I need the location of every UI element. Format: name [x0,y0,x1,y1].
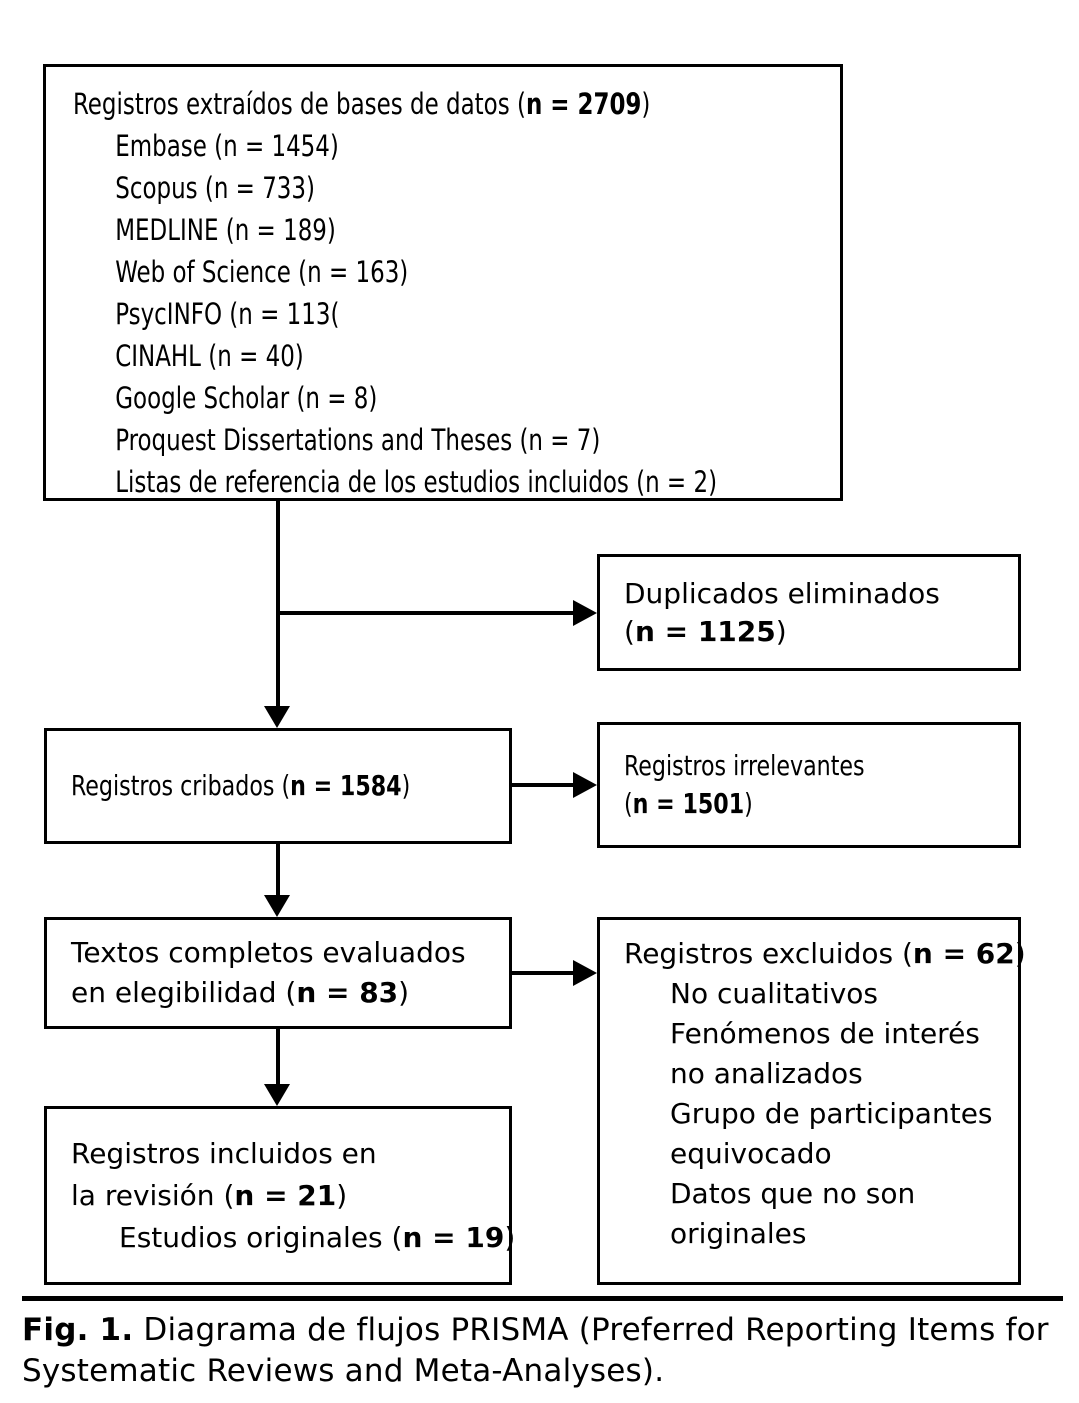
included-label-line1: Registros incluidos en [71,1136,377,1170]
screened-count: n = 1584 [290,768,402,802]
screened-paren-close: ) [401,768,411,802]
irrelevant-count: n = 1501 [632,787,745,820]
screened-line: Registros cribados (n = 1584) [71,768,456,803]
exclusion-reason: originales [670,1217,807,1250]
duplicates-count-line: (n = 1125) [624,613,1018,651]
fulltext-label-line1: Textos completos evaluados [71,936,466,969]
source-item: Scopus (n = 733) [115,171,315,205]
exclusion-reason: No cualitativos [670,977,879,1010]
duplicates-label: Duplicados eliminados [624,576,940,610]
arrowhead-identified-to-duplicates [573,600,597,626]
excluded-count: n = 62 [912,937,1015,970]
fulltext-paren-close: ) [398,976,410,1009]
screened-label: Registros cribados ( [71,768,291,802]
records-identified-heading-text: Registros extraídos de bases de datos ( [73,87,526,121]
records-identified-count: n = 2709 [525,87,642,121]
box-records-screened: Registros cribados (n = 1584) [44,728,512,844]
duplicates-count: n = 1125 [634,614,776,648]
figure-label: Fig. 1. [22,1312,134,1348]
exclusion-reason: Grupo de participantes [670,1097,993,1130]
duplicates-paren-open: ( [624,614,635,648]
included-paren-close: ) [336,1178,348,1212]
included-review-label: la revisión ( [71,1178,235,1212]
source-item: MEDLINE (n = 189) [115,213,336,247]
irrelevant-count-line: (n = 1501) [624,785,971,823]
exclusion-reason: no analizados [670,1057,863,1090]
figure-caption: Fig. 1. Diagrama de flujos PRISMA (Prefe… [22,1310,1067,1392]
excluded-label: Registros excluidos ( [624,937,913,970]
original-studies-paren-close: ) [504,1220,516,1254]
included-label-line2: la revisión (n = 21) [71,1175,509,1217]
source-item: CINAHL (n = 40) [115,339,304,373]
fulltext-label-eligibility: en elegibilidad ( [71,976,297,1009]
arrowhead-fulltext-to-included [264,1084,290,1106]
fulltext-label-line2: en elegibilidad (n = 83) [71,973,509,1013]
connector-identified-to-screened [276,501,280,706]
exclusion-reason: equivocado [670,1137,832,1170]
box-records-irrelevant: Registros irrelevantes (n = 1501) [597,722,1021,848]
source-item: PsycINFO (n = 113( [115,297,340,331]
connector-screened-to-irrelevant [512,783,573,787]
arrowhead-identified-to-screened [264,706,290,728]
source-item: Embase (n = 1454) [115,129,339,163]
source-item: Listas de referencia de los estudios inc… [115,465,718,499]
connector-fulltext-to-excluded [512,971,573,975]
original-studies-count: n = 19 [402,1220,505,1254]
irrelevant-label: Registros irrelevantes [624,749,865,782]
irrelevant-paren-open: ( [624,787,633,820]
fulltext-count: n = 83 [296,976,399,1009]
connector-fulltext-to-included [276,1029,280,1084]
records-identified-heading: Registros extraídos de bases de datos (n… [73,83,748,125]
caption-divider [22,1296,1063,1301]
irrelevant-paren-close: ) [744,787,753,820]
box-records-included: Registros incluidos en la revisión (n = … [44,1106,515,1285]
arrowhead-screened-to-irrelevant [573,772,597,798]
records-identified-heading-close: ) [641,87,651,121]
excluded-paren-close: ) [1014,937,1026,970]
included-count: n = 21 [234,1178,337,1212]
connector-screened-to-fulltext [276,844,280,895]
excluded-heading: Registros excluidos (n = 62) [624,934,1026,974]
source-item: Proquest Dissertations and Theses (n = 7… [115,423,601,457]
arrowhead-fulltext-to-excluded [573,960,597,986]
connector-identified-to-duplicates [276,611,573,615]
box-records-excluded: Registros excluidos (n = 62) No cualitat… [597,917,1026,1285]
arrowhead-screened-to-fulltext [264,895,290,917]
included-original-studies-line: Estudios originales (n = 19) [71,1217,515,1259]
box-records-identified: Registros extraídos de bases de datos (n… [43,64,843,501]
duplicates-paren-close: ) [775,614,787,648]
original-studies-label: Estudios originales ( [119,1220,403,1254]
source-item: Google Scholar (n = 8) [115,381,378,415]
box-duplicates-removed: Duplicados eliminados (n = 1125) [597,554,1021,671]
figure-caption-text: Diagrama de flujos PRISMA (Preferred Rep… [22,1312,1049,1389]
exclusion-reason: Fenómenos de interés [670,1017,980,1050]
source-item: Web of Science (n = 163) [115,255,409,289]
exclusion-reason: Datos que no son [670,1177,916,1210]
box-fulltext-assessed: Textos completos evaluados en elegibilid… [44,917,512,1029]
